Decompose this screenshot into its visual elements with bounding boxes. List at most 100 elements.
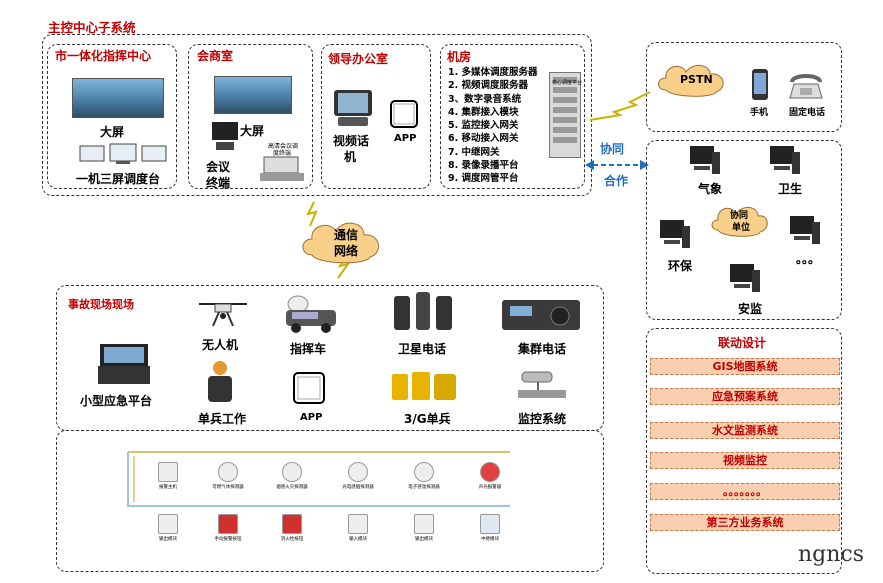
sensor-device-icon [480,514,500,534]
sensor-device-icon [348,462,368,482]
portable-platform-icon [98,344,150,384]
cooperation-arrow-icon [585,160,649,170]
linkage-item-third-party: 第三方业务系统 [650,514,840,531]
trunk-radio-label: 集群电话 [518,342,567,356]
sensor-device-icon [414,462,434,482]
server-room-title: 机房 [447,50,472,64]
sensor-label: 光电感烟探测器 [342,485,374,490]
server-item: 8. 录像录播平台 [448,160,519,172]
linkage-item-more: 。。。。。。。 [650,483,840,500]
server-item: 2. 视频调度服务器 [448,80,529,92]
more-units-label: 。。。 [796,252,821,266]
server-item: 9. 调度网管平台 [448,173,519,185]
watermark: ngncs [798,542,865,567]
soldier-label: 单兵工作 [198,412,247,426]
sensor-label: 中继模块 [481,537,499,542]
sensor-label: 输入模块 [349,537,367,542]
sensor-device-icon [480,462,500,482]
mobile-phone-icon [752,69,768,100]
server-item: 3、数字录音系统 [448,93,522,105]
sensor-label: 输出模块 [159,537,177,542]
command-center-title: 市一体化指挥中心 [55,49,152,63]
other-pc-icon [790,216,820,244]
server-room-list: 1. 多媒体调度服务器 2. 视频调度服务器 3、数字录音系统 4. 集群接入模… [448,66,538,186]
pstn-panel [646,42,842,132]
meeting-room-panel [188,44,313,189]
sensor-device-icon [414,514,434,534]
env-label: 环保 [668,259,693,273]
sensor-item: 电子感温探测器 [396,462,452,490]
leader-office-title: 领导办公室 [328,52,389,66]
network-cloud-icon [302,222,379,264]
units-cloud-label-1: 协同 [730,211,749,221]
network-cloud-label-2: 网络 [334,244,359,258]
leader-office-panel [321,44,431,189]
units-cloud-icon [711,207,768,237]
sensor-label: 输出模块 [415,537,433,542]
meeting-room-title: 会商室 [197,49,234,63]
network-cloud-label-1: 通信 [334,228,359,242]
drone-label: 无人机 [202,338,239,352]
rack-caption: 核心调度平台 [552,80,583,86]
meeting-terminal-icon [212,122,238,150]
env-pc-icon [660,220,690,248]
sensor-item: 光电感烟探测器 [330,462,386,490]
command-center-panel [47,44,177,189]
weather-pc-icon [690,146,720,174]
field-title: 事故现场现场 [68,298,134,311]
sat-phone-icon [394,292,452,330]
sensor-panel [56,430,604,572]
console-monitors-icon [79,143,167,164]
sensor-item: 声光报警器 [462,462,518,490]
meeting-big-screen-label: 大屏 [240,124,265,138]
server-item: 6. 移动接入网关 [448,133,519,145]
linkage-title: 联动设计 [718,336,767,350]
server-item: 1. 多媒体调度服务器 [448,67,538,78]
linkage-item-hydro: 水文监测系统 [650,422,840,439]
sensor-item: 报警主机 [140,462,196,490]
g3-soldier-icon [392,372,456,400]
hd-device-caption-2: 度终端 [273,150,292,157]
field-app-label: APP [300,412,323,423]
landline-phone-icon [789,74,823,99]
meeting-terminal-label-1: 会议 [206,160,231,174]
pstn-link-icon [589,91,651,121]
sensor-device-icon [218,514,238,534]
command-vehicle-icon [286,295,336,333]
cooperation-label-1: 协同 [600,142,625,156]
linkage-item-gis: GIS地图系统 [650,358,840,375]
sensor-item: 输入模块 [330,514,386,542]
main-title: 主控中心子系统 [48,20,136,35]
sensor-device-icon [282,514,302,534]
soldier-icon [208,361,232,402]
server-item: 4. 集群接入模块 [448,106,519,118]
sensor-label: 电子感温探测器 [408,485,440,490]
hd-terminal-icon [260,156,304,181]
server-rack-icon [549,72,581,158]
office-tablet-icon [390,100,418,128]
sensor-label: 消火栓按钮 [280,537,304,542]
sensor-wiring-icon [127,451,510,507]
sensor-device-icon [348,514,368,534]
meeting-screen-image [214,76,292,114]
sensor-item: 手动报警按钮 [200,514,256,542]
command-big-screen-label: 大屏 [100,125,125,139]
sensor-device-icon [218,462,238,482]
units-panel [646,140,842,320]
g3-soldier-label: 3/G单兵 [404,412,451,426]
sensor-label: 声光报警器 [478,485,502,490]
drone-icon [199,303,247,327]
video-phone-label-2: 机 [344,150,357,164]
linkage-panel [646,328,842,574]
health-label: 卫生 [778,182,803,196]
sensor-label: 报警主机 [159,485,177,490]
server-room-panel [440,44,585,189]
video-phone-icon [334,90,372,126]
office-app-label: APP [394,133,417,144]
monitoring-label: 监控系统 [518,412,567,426]
sensor-item: 输出模块 [140,514,196,542]
hd-device-caption-1: 高清会议调 [268,143,299,150]
server-item: 7. 中继网关 [448,146,500,158]
landline-label: 固定电话 [789,108,826,118]
cooperation-label-2: 合作 [604,174,629,188]
